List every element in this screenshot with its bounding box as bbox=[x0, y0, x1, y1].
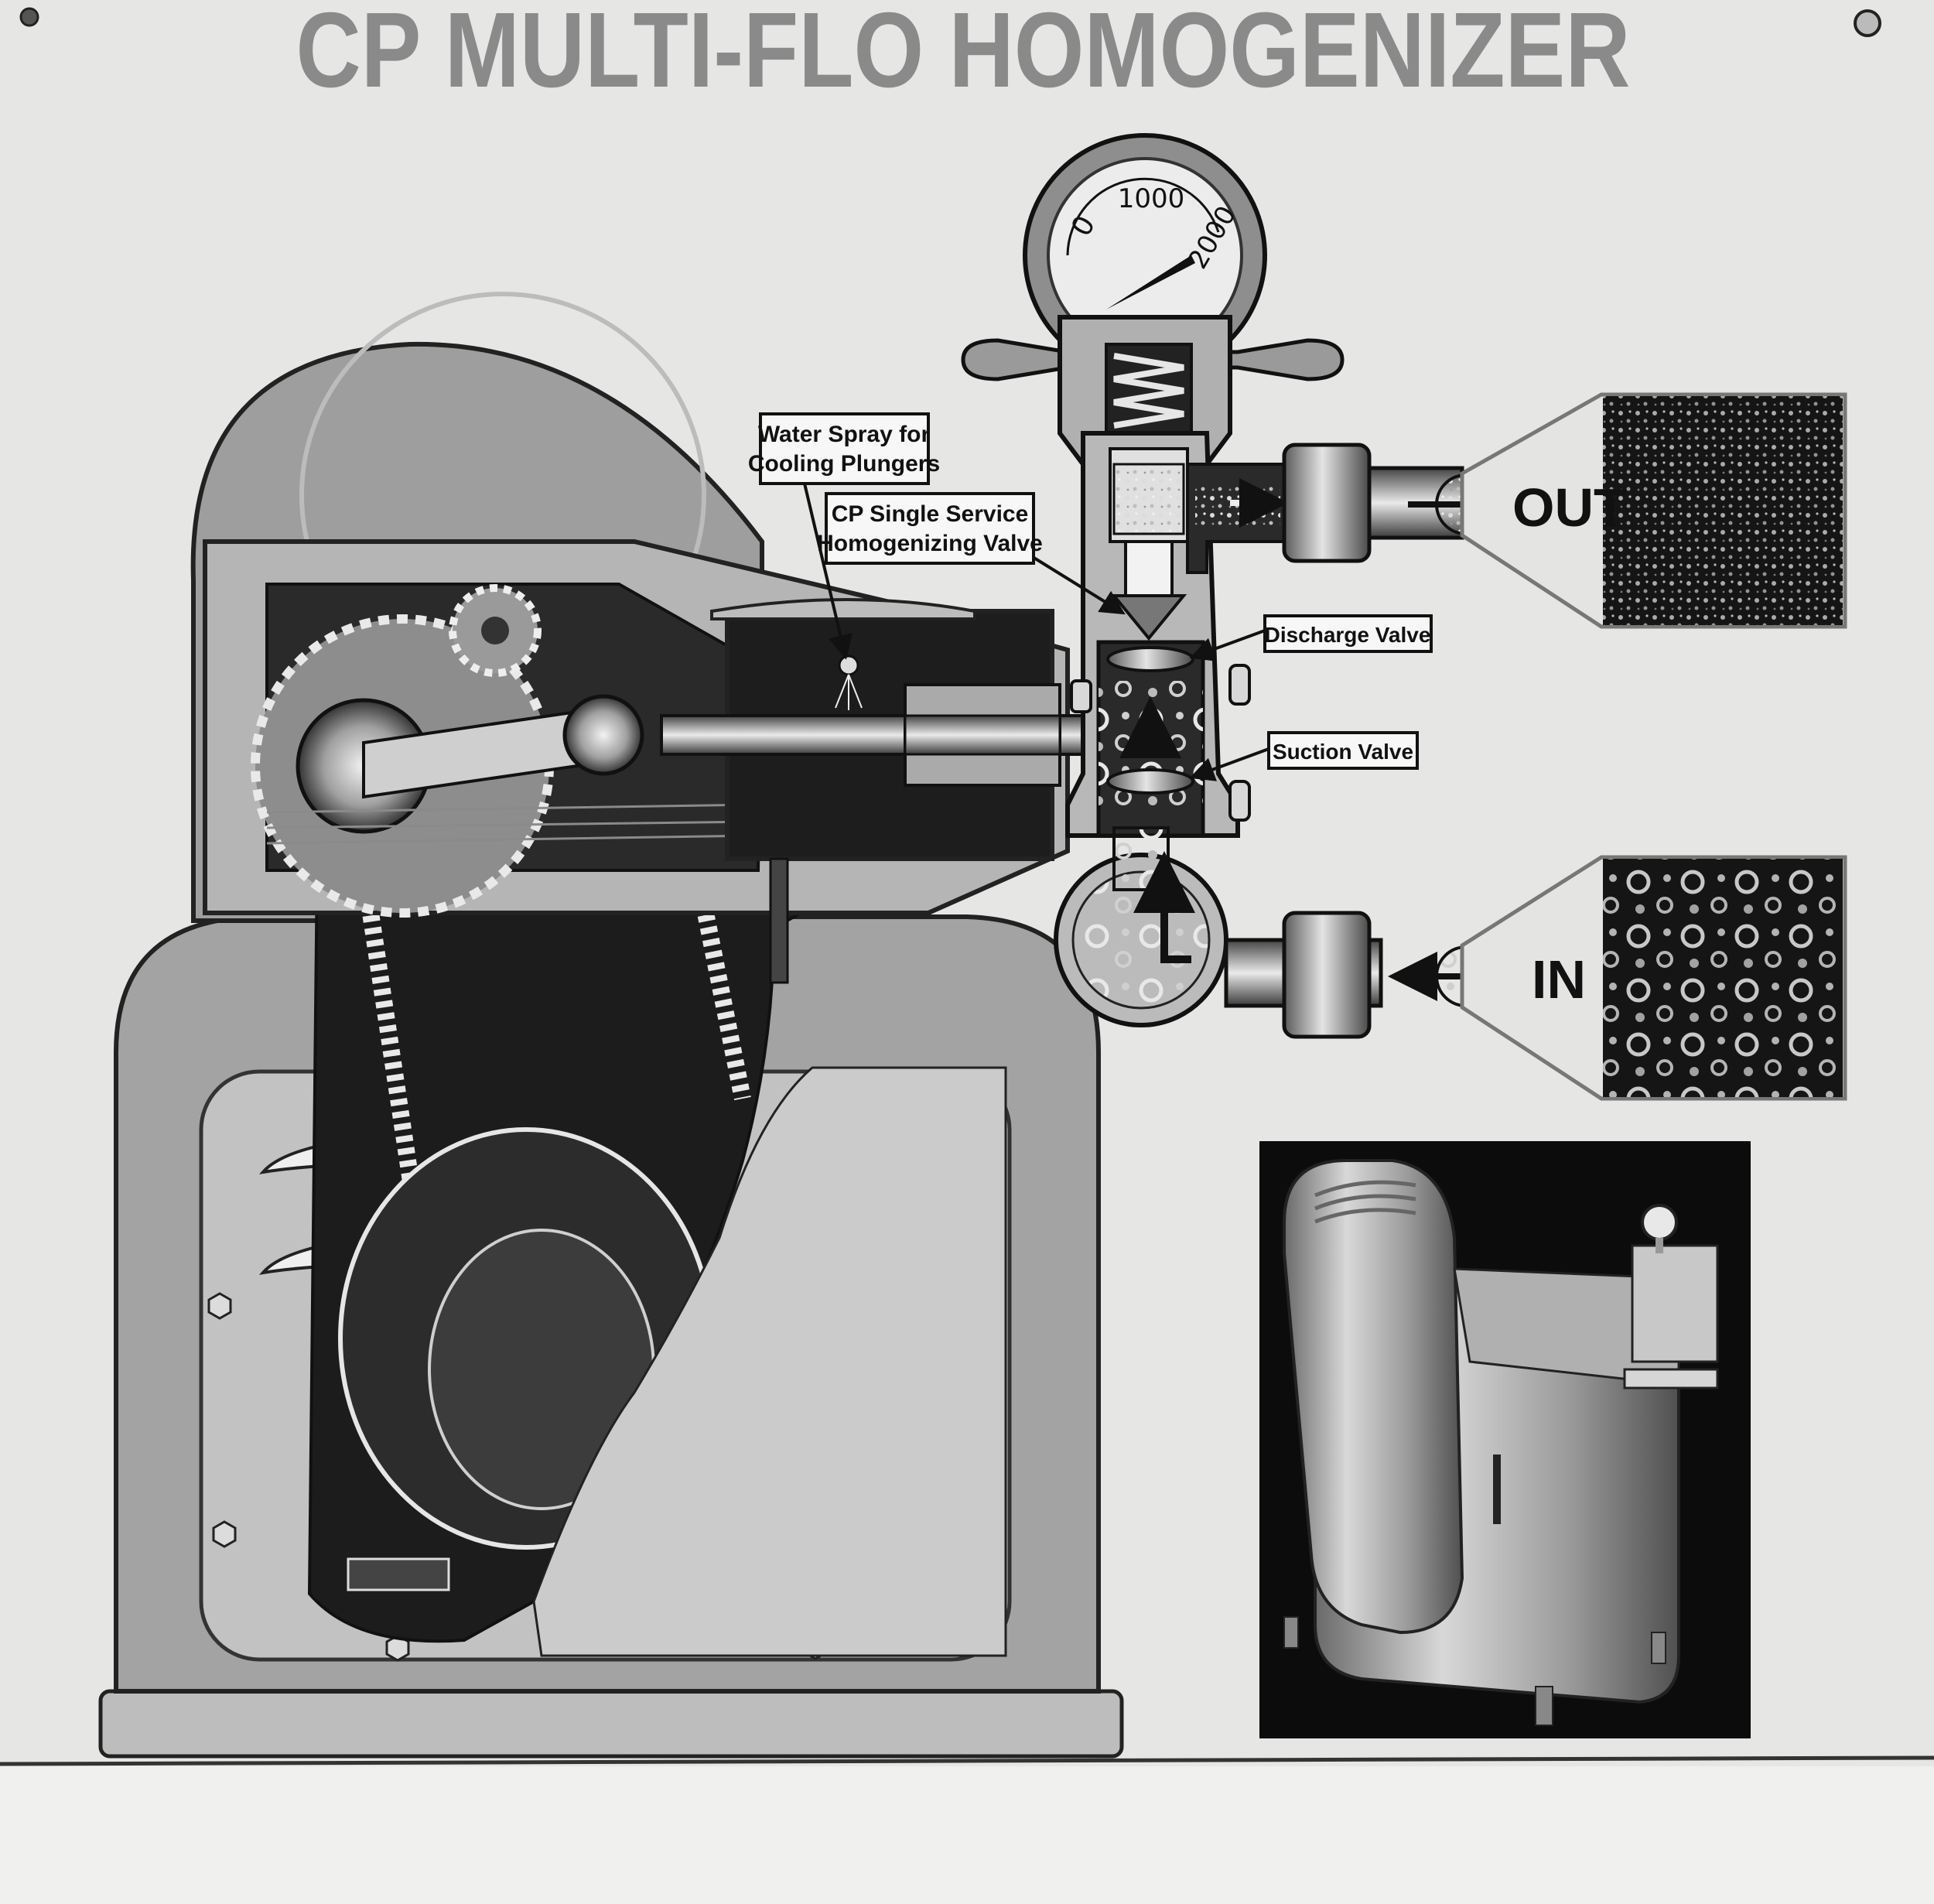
callout-homogenizing-valve: CP Single Service Homogenizing Valve bbox=[817, 492, 1126, 615]
out-magnifier: OUT bbox=[1460, 392, 1847, 629]
pressure-gauge-needle bbox=[1106, 255, 1195, 309]
photo-valve-stack bbox=[1631, 1244, 1719, 1363]
callout-suction-valve: Suction Valve bbox=[1189, 731, 1419, 781]
discharge-valve-disc bbox=[1106, 646, 1194, 672]
callout-discharge-valve-box bbox=[1263, 614, 1433, 653]
pressure-gauge-scale bbox=[1066, 177, 1220, 256]
valve-stem bbox=[1124, 540, 1174, 597]
inlet-manifold-product bbox=[1071, 870, 1211, 1010]
photo-outlet-pipe bbox=[1623, 1368, 1719, 1390]
callout-homogenizing-valve-leader bbox=[1031, 555, 1126, 615]
gauge-tick-1000: 1000 bbox=[1118, 183, 1185, 214]
water-spray-jet bbox=[835, 674, 863, 710]
photo-foot-left bbox=[1283, 1616, 1299, 1649]
out-label: OUT bbox=[1512, 477, 1627, 538]
poster-title: CP MULTI-FLO HOMOGENIZER bbox=[296, 0, 1631, 110]
callout-suction-valve-leader bbox=[1189, 747, 1269, 781]
homogenizing-valve-cone bbox=[1110, 594, 1187, 641]
motor-mount bbox=[347, 1557, 450, 1591]
valve-body-bolts bbox=[1070, 664, 1251, 822]
callout-water-spray-box bbox=[759, 412, 930, 485]
pin-top-left bbox=[19, 7, 39, 27]
photo-gauge-stem bbox=[1656, 1238, 1663, 1253]
inlet-union-nut bbox=[1282, 911, 1372, 1039]
callout-water-spray-line2: Cooling Plungers bbox=[748, 451, 940, 477]
in-magnifier: IN bbox=[1460, 855, 1847, 1101]
bottom-rule bbox=[0, 1755, 1934, 1766]
photo-foot-right bbox=[1651, 1632, 1666, 1664]
machine-cutaway bbox=[98, 292, 1124, 1759]
photo-belt-guard bbox=[1283, 1159, 1464, 1635]
callout-homogenizing-valve-line1: CP Single Service bbox=[832, 501, 1029, 527]
callout-homogenizing-valve-line2: Homogenizing Valve bbox=[817, 531, 1043, 556]
pin-top-right bbox=[1854, 9, 1881, 37]
bottom-strip bbox=[0, 1766, 1934, 1904]
packing-gland-rod-bore bbox=[904, 714, 1061, 756]
callout-discharge-valve-leader bbox=[1189, 629, 1266, 661]
homogenizing-chamber bbox=[1112, 463, 1185, 535]
torn-cabinet-edge bbox=[532, 1066, 1007, 1657]
suction-valve-disc bbox=[1106, 768, 1194, 795]
photo-guard-louvres bbox=[1314, 1180, 1416, 1224]
water-spray-nozzle bbox=[838, 655, 859, 676]
in-label: IN bbox=[1532, 949, 1586, 1010]
photo-side-plate bbox=[1493, 1454, 1501, 1524]
crankcase-oil-lines bbox=[266, 803, 759, 845]
plunger-block-top bbox=[710, 598, 976, 620]
out-micrograph-texture bbox=[1603, 396, 1843, 625]
inlet-flow-arrow bbox=[1133, 851, 1195, 963]
outlet-union-nut bbox=[1282, 443, 1372, 563]
callout-water-spray-leader bbox=[803, 483, 853, 660]
callout-homogenizing-valve-box bbox=[825, 492, 1035, 565]
callout-water-spray-line1: Water Spray for bbox=[758, 422, 931, 447]
valve-spring bbox=[1113, 353, 1184, 429]
drain-pipe bbox=[769, 857, 789, 984]
inlet-riser bbox=[1112, 826, 1170, 891]
callout-discharge-valve: Discharge Valve bbox=[1189, 614, 1433, 661]
machine-photo-inset bbox=[1259, 1141, 1751, 1738]
valve-assembly: 0 1000 2000 bbox=[961, 133, 1524, 1039]
callout-water-spray: Water Spray for Cooling Plungers bbox=[748, 412, 940, 660]
callout-discharge-valve-text: Discharge Valve bbox=[1265, 623, 1431, 647]
photo-gauge bbox=[1641, 1204, 1678, 1241]
callout-suction-valve-text: Suction Valve bbox=[1273, 740, 1413, 764]
in-micrograph-texture bbox=[1603, 859, 1843, 1097]
machine-base-plinth bbox=[98, 1689, 1124, 1759]
photo-foot-front bbox=[1535, 1686, 1553, 1726]
wrist-pin bbox=[562, 694, 644, 776]
pinion-hub bbox=[481, 617, 509, 644]
